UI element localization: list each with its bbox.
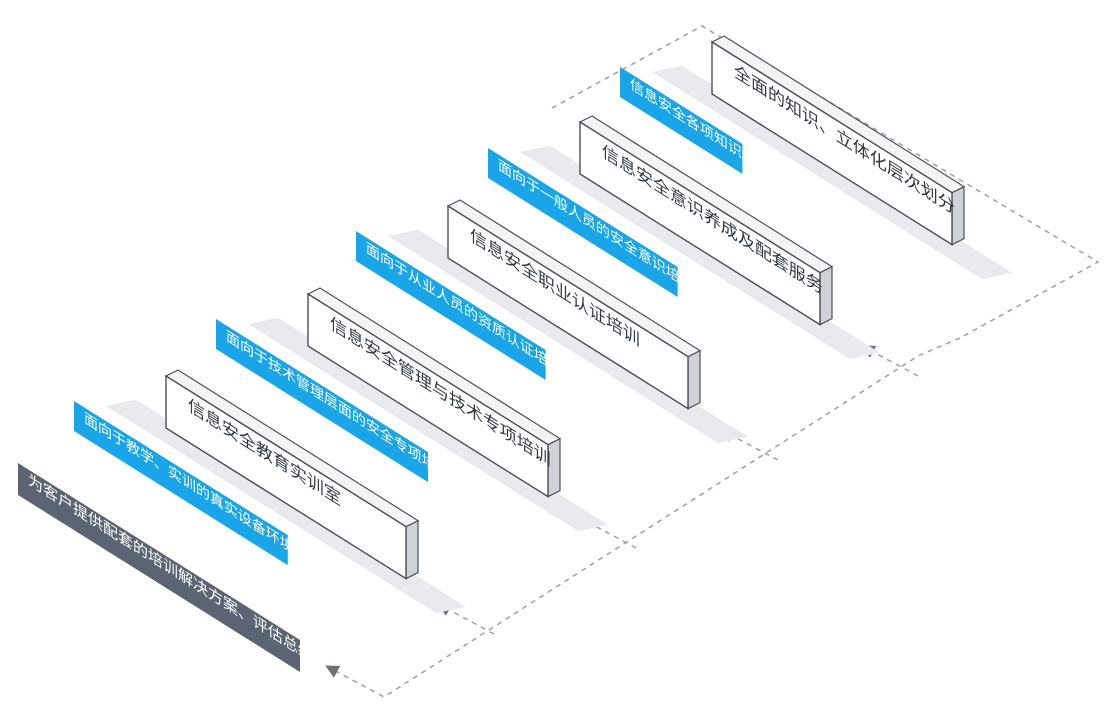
stage-3-tag-bg <box>356 231 546 381</box>
stage-2-card <box>579 120 821 326</box>
stage-1-tag-bg <box>620 67 743 174</box>
stage-3-card-side <box>687 349 701 410</box>
stage-5-card-side <box>405 519 419 580</box>
dashed-frame-top <box>551 25 1100 339</box>
stage-1-card <box>711 40 953 246</box>
dashed-connector-main <box>325 337 961 698</box>
base-tag-bg <box>18 463 300 672</box>
dashed-branch-4 <box>437 603 495 635</box>
stages-layer: 全面的知识、立体化层次划分信息安全各项知识信息安全意识养成及配套服务面向于一般人… <box>74 35 1012 614</box>
stage-5-card <box>165 374 407 580</box>
stage-4-card <box>307 292 549 498</box>
stage-5-tag-bg <box>74 401 288 566</box>
stage-3-card <box>447 204 689 410</box>
stage-2-tag-bg <box>488 148 678 298</box>
stage-4-tag-bg <box>216 319 429 483</box>
